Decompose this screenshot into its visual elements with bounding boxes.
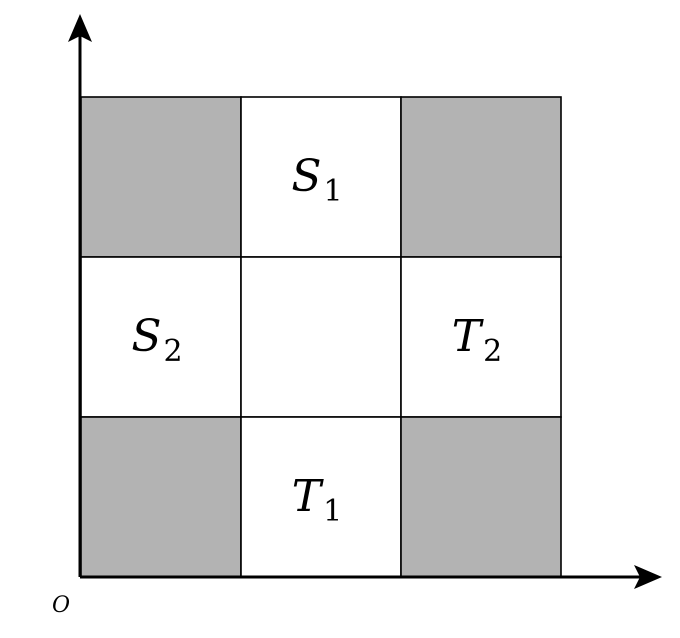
x-axis-arrowhead — [634, 565, 662, 589]
cell-middle-right-label-subscript: 2 — [483, 334, 502, 369]
cell-bottom-center-label-subscript: 1 — [323, 494, 342, 529]
cell-middle-left-label-main: S — [131, 311, 161, 362]
cell-middle-left — [80, 256, 242, 418]
y-axis-arrowhead — [68, 14, 92, 42]
cell-top-center-label: S1 — [291, 151, 342, 209]
cell-top-right — [400, 96, 562, 258]
cell-top-left — [80, 96, 242, 258]
cell-middle-right-label-main: T — [452, 311, 485, 362]
origin-label: O — [52, 593, 70, 618]
cell-top-center-label-subscript: 1 — [324, 174, 343, 209]
cell-bottom-left — [80, 416, 242, 578]
cell-bottom-center — [240, 416, 402, 578]
cell-middle-left-label: S2 — [131, 311, 182, 369]
cell-middle-right — [400, 256, 562, 418]
cell-bottom-center-label: T1 — [292, 471, 342, 529]
cell-middle-left-label-subscript: 2 — [164, 334, 183, 369]
cell-bottom-center-label-main: T — [292, 471, 325, 522]
cell-center — [240, 256, 402, 418]
cell-top-center-label-main: S — [291, 151, 321, 202]
cell-top-center — [240, 96, 402, 258]
axes-layer — [68, 14, 662, 589]
cell-bottom-right — [400, 416, 562, 578]
cells-layer — [80, 96, 562, 578]
cell-middle-right-label: T2 — [452, 311, 502, 369]
